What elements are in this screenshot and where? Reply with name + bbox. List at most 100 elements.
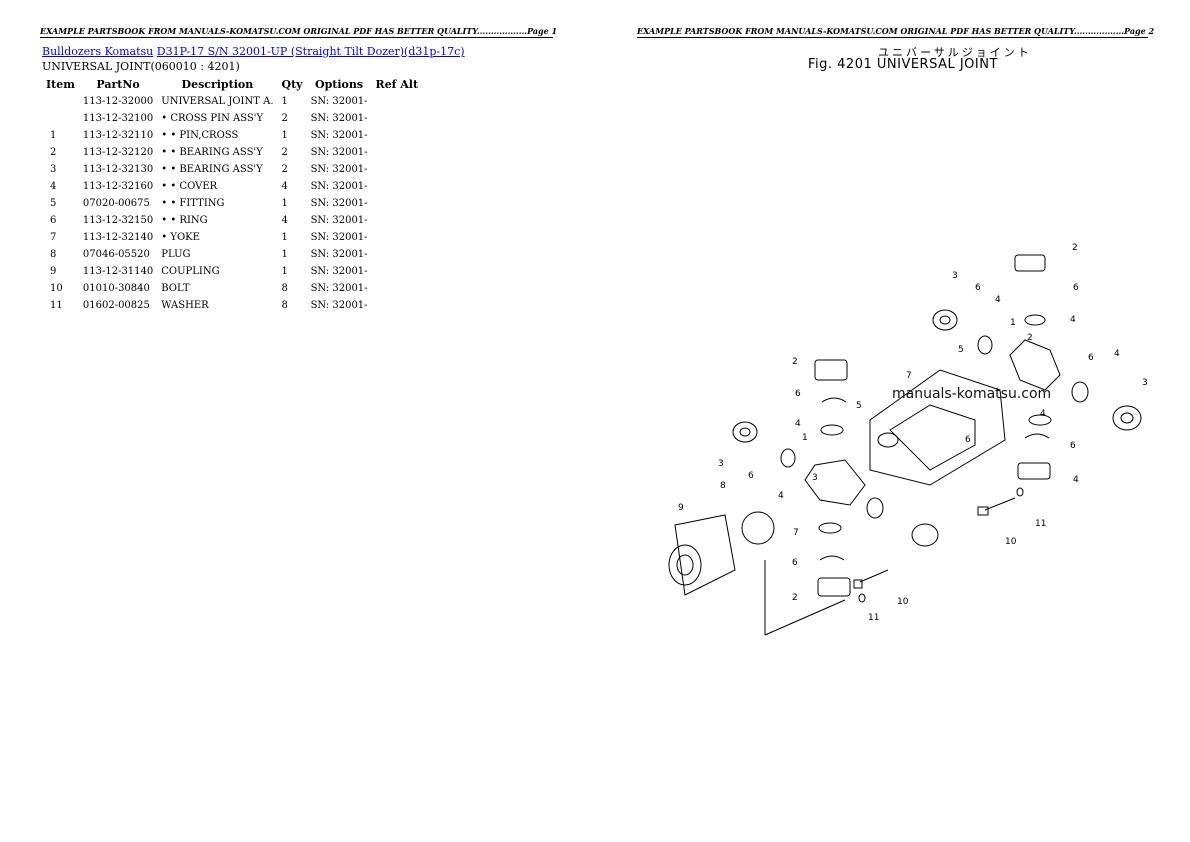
cell-options: SN: 32001- <box>310 130 368 141</box>
cell-description: COUPLING <box>161 266 220 277</box>
cell-qty: 2 <box>281 164 288 175</box>
page-subtitle: UNIVERSAL JOINT(060010 : 4201) <box>42 60 240 73</box>
callout-label: 4 <box>778 491 784 501</box>
header-partno: PartNo <box>96 78 140 91</box>
callout-label: 6 <box>795 389 801 399</box>
cell-item: 6 <box>50 215 57 226</box>
callout-label: 11 <box>1035 519 1046 529</box>
breadcrumb-link-model[interactable]: D31P-17 S/N 32001-UP (Straight Tilt Doze… <box>156 45 465 58</box>
cell-partno: 113-12-32140 <box>82 232 154 243</box>
table-row: 10 01010-30840 BOLT 8 SN: 32001- <box>42 280 422 297</box>
cell-partno: 113-12-32120 <box>82 147 154 158</box>
callout-label: 8 <box>720 481 726 491</box>
cell-description: UNIVERSAL JOINT A. <box>161 96 274 107</box>
cell-partno: 113-12-32110 <box>82 130 154 141</box>
table-header-row: Item PartNo Description Qty Options Ref … <box>42 76 422 93</box>
cell-item: 1 <box>50 130 57 141</box>
cell-partno: 07020-00675 <box>82 198 150 209</box>
cross-pin-part-2 <box>804 459 866 506</box>
callout-label: 9 <box>678 503 684 513</box>
cell-qty: 8 <box>281 300 288 311</box>
cell-partno: 01010-30840 <box>82 283 150 294</box>
parts-table: Item PartNo Description Qty Options Ref … <box>42 76 422 314</box>
callout-label: 2 <box>792 593 798 603</box>
cell-ref-alt <box>372 161 423 178</box>
callout-label: 6 <box>1070 441 1076 451</box>
header-options: Options <box>315 78 364 91</box>
cell-options: SN: 32001- <box>310 232 368 243</box>
cell-item: 9 <box>50 266 57 277</box>
page-header-right: EXAMPLE PARTSBOOK FROM MANUALS-KOMATSU.C… <box>637 26 1155 38</box>
cell-options: SN: 32001- <box>310 147 368 158</box>
figure-title-japanese: ユニバーサルジョイント <box>878 46 1032 59</box>
cell-partno: 113-12-32000 <box>82 96 154 107</box>
coupling-part <box>674 514 736 596</box>
cell-options: SN: 32001- <box>310 215 368 226</box>
cell-ref-alt <box>372 297 423 314</box>
cell-item: 11 <box>50 300 63 311</box>
header-item: Item <box>46 78 75 91</box>
yoke-part <box>869 369 1006 486</box>
cell-options: SN: 32001- <box>310 198 368 209</box>
cell-options: SN: 32001- <box>310 181 368 192</box>
cell-ref-alt <box>372 212 423 229</box>
cell-options: SN: 32001- <box>310 283 368 294</box>
cell-qty: 1 <box>281 249 288 260</box>
cell-qty: 8 <box>281 283 288 294</box>
cell-item: 7 <box>50 232 57 243</box>
cell-ref-alt <box>372 93 423 110</box>
cover-part-2 <box>1024 314 1046 326</box>
cell-description: • • RING <box>161 215 208 226</box>
cell-description: • CROSS PIN ASS'Y <box>161 113 264 124</box>
cell-ref-alt <box>372 263 423 280</box>
breadcrumb-link-category[interactable]: Bulldozers Komatsu <box>42 45 154 58</box>
cell-description: PLUG <box>161 249 191 260</box>
cell-partno: 01602-00825 <box>82 300 150 311</box>
figure-title: Fig. 4201 UNIVERSAL JOINT <box>808 57 998 72</box>
cell-ref-alt <box>372 144 423 161</box>
cell-ref-alt <box>372 246 423 263</box>
bearing-part <box>932 309 958 331</box>
cell-qty: 1 <box>281 198 288 209</box>
cell-partno: 113-12-32160 <box>82 181 154 192</box>
callout-label: 10 <box>897 597 909 607</box>
cell-qty: 4 <box>281 181 288 192</box>
callout-label: 7 <box>906 371 912 381</box>
callout-label: 4 <box>1114 349 1120 359</box>
cell-qty: 2 <box>281 113 288 124</box>
cell-description: BOLT <box>161 283 190 294</box>
plug-part <box>741 511 775 545</box>
cell-options: SN: 32001- <box>310 266 368 277</box>
callout-label: 1 <box>802 433 808 443</box>
cell-options: SN: 32001- <box>310 96 368 107</box>
callout-label: 2 <box>1072 243 1078 253</box>
callout-label: 6 <box>1088 353 1094 363</box>
header-description: Description <box>181 78 254 91</box>
cell-options: SN: 32001- <box>310 164 368 175</box>
cell-description: • • BEARING ASS'Y <box>161 164 263 175</box>
cell-ref-alt <box>372 195 423 212</box>
cell-qty: 1 <box>281 96 288 107</box>
cell-partno: 113-12-32130 <box>82 164 154 175</box>
cell-ref-alt <box>372 178 423 195</box>
cell-item <box>42 93 79 110</box>
cell-qty: 1 <box>281 232 288 243</box>
cell-item: 5 <box>50 198 57 209</box>
cell-description: • • PIN,CROSS <box>161 130 239 141</box>
cell-qty: 1 <box>281 266 288 277</box>
callout-label: 3 <box>718 459 724 469</box>
cell-ref-alt <box>372 229 423 246</box>
watermark: manuals-komatsu.com <box>892 386 1052 402</box>
cell-item: 2 <box>50 147 57 158</box>
cell-item: 10 <box>50 283 63 294</box>
